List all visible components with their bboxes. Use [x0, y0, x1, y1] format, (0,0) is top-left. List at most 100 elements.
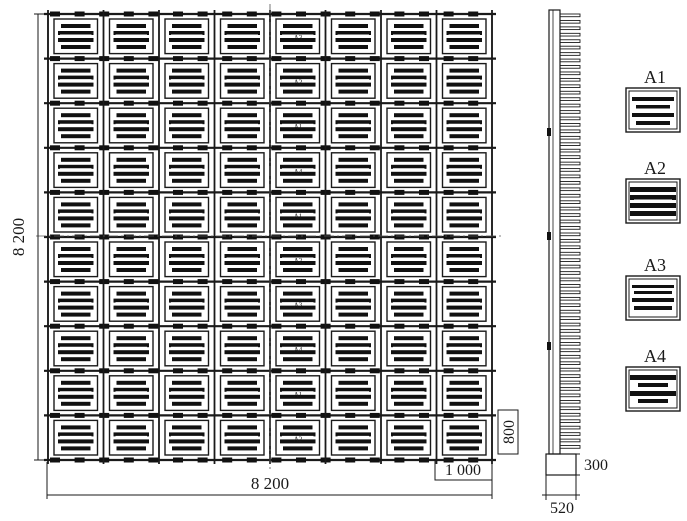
panel-slot: [391, 209, 427, 214]
panel-slot: [169, 38, 205, 42]
panel-cell: [330, 107, 376, 144]
side-tooth: [559, 97, 581, 101]
side-tooth: [559, 213, 581, 217]
legend-block-inner: [628, 278, 678, 318]
rail-bolt: [148, 11, 159, 17]
rail-bolt: [271, 412, 282, 418]
side-tooth: [559, 296, 581, 301]
legend-slot: [632, 285, 674, 288]
side-tooth: [559, 116, 581, 121]
rail-bolt: [369, 234, 380, 240]
panel-slot: [227, 425, 257, 430]
panel-slot: [280, 305, 316, 310]
panel-slot: [58, 164, 94, 169]
rail-bolt: [468, 145, 479, 151]
panel-slot: [169, 394, 205, 399]
panel-slot: [172, 89, 202, 94]
panel-slot: [449, 312, 479, 317]
panel-slot: [61, 247, 91, 251]
panel-slot: [449, 446, 479, 451]
rail-bolt: [468, 189, 479, 195]
side-tooth: [559, 161, 581, 166]
rail-bolt: [246, 412, 257, 418]
panel-slot: [394, 357, 424, 362]
panel-slot: [224, 254, 260, 258]
rail-bolt: [222, 368, 233, 374]
rail-bolt: [197, 100, 208, 106]
rail-bolt: [394, 457, 405, 463]
panel-slot: [58, 31, 94, 35]
panel-slot: [446, 261, 482, 265]
rail-bolt: [345, 368, 356, 374]
rail-bolt: [148, 457, 159, 463]
side-tooth: [559, 129, 581, 134]
rail-bolt: [369, 368, 380, 374]
panel-slot: [172, 336, 202, 341]
panel-slot: [113, 261, 149, 265]
side-tooth: [559, 19, 581, 24]
rail-bolt: [345, 100, 356, 106]
panel-slot: [227, 401, 257, 406]
rail-bolt: [296, 56, 306, 62]
rail-bolt: [222, 412, 233, 418]
panel-slot: [61, 223, 91, 228]
panel-slot: [61, 89, 91, 94]
rail-bolt: [468, 56, 479, 62]
panel-slot: [61, 202, 91, 207]
rail-bolt: [443, 189, 454, 195]
side-tooth: [559, 32, 581, 37]
rail-bolt: [419, 412, 429, 418]
side-tooth: [559, 123, 581, 127]
panel-slot: [169, 261, 205, 265]
rail-bolt: [345, 234, 356, 240]
rail-bolt: [271, 189, 282, 195]
rail-bolt: [296, 368, 306, 374]
side-tooth: [559, 52, 581, 56]
legend-slot: [630, 203, 676, 208]
panel-slot: [227, 312, 257, 317]
panel-slot: [394, 380, 424, 385]
panel-slot: [116, 89, 146, 94]
panel-cell: [275, 285, 321, 322]
panel-slot: [283, 247, 313, 251]
panel-slot: [391, 439, 427, 444]
rail-bolt: [197, 279, 208, 285]
panel-slot: [61, 425, 91, 430]
panel-slot: [446, 31, 482, 35]
side-tooth: [559, 26, 581, 31]
panel-slot: [172, 247, 202, 251]
rail-bolt: [394, 234, 405, 240]
panel-slot: [283, 68, 313, 73]
panel-slot: [446, 216, 482, 221]
legend-slot: [632, 298, 674, 302]
rail-bolt: [271, 279, 282, 285]
panel-cell: [53, 375, 99, 412]
panel-cell: [386, 18, 432, 55]
side-tooth: [559, 193, 581, 198]
panel-slot: [338, 446, 368, 451]
side-tooth: [559, 348, 581, 353]
side-tooth: [559, 271, 581, 275]
rail-bolt: [296, 412, 306, 418]
side-tooth: [559, 367, 581, 372]
panel-slot: [280, 394, 316, 399]
side-tooth: [559, 303, 581, 308]
panel-slot: [169, 305, 205, 310]
panel-slot: [58, 261, 94, 265]
panel-slot: [224, 343, 260, 348]
side-tooth: [559, 65, 581, 69]
legend-slot: [632, 113, 674, 117]
side-clip: [547, 342, 551, 350]
side-tooth: [559, 406, 581, 411]
panel-slot: [113, 75, 149, 80]
panel-slot: [58, 343, 94, 348]
rail-bolt: [468, 100, 479, 106]
rail-bolt: [74, 145, 85, 151]
panel-slot: [280, 350, 316, 355]
panel-slot: [335, 387, 371, 392]
rail-bolt: [173, 279, 183, 285]
legend-slot: [634, 306, 672, 310]
side-tooth: [559, 232, 581, 237]
panel-cell: [53, 285, 99, 322]
